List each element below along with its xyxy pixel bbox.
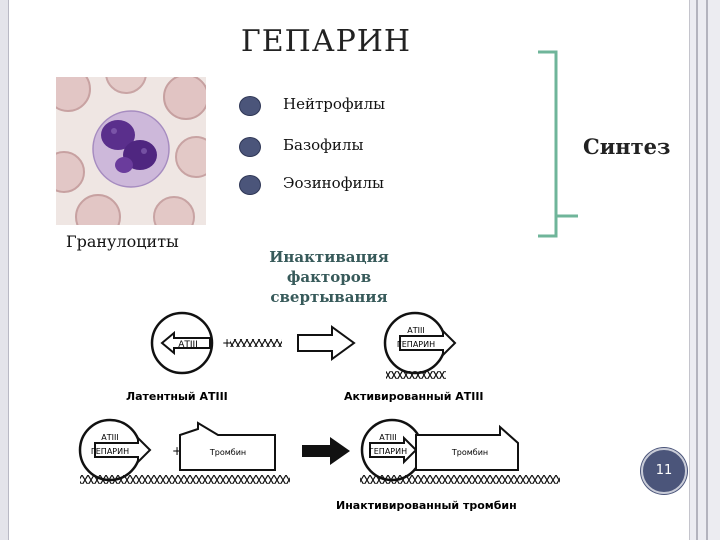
heparin-chain [386,371,446,379]
atiii-heparin-complex: АТIII ГЕПАРИН [78,418,152,482]
bullet-dot [239,137,261,157]
slide-title: ГЕПАРИН [240,24,412,59]
latent-caption: Латентный АТIII [126,390,228,403]
cell-label-basophils: Базофилы [283,136,364,154]
bullet-dot [239,96,261,116]
atiii-text: АТIII [178,340,198,350]
inactivation-label: Инактивация факторов свертывания [256,247,402,307]
grouping-bracket [538,50,578,238]
plus-sign: + [172,444,182,458]
heparin-text: ГЕПАРИН [369,447,407,456]
inactivation-line-3: свертывания [270,288,388,306]
atiii-text: АТIII [101,433,118,442]
inactivation-line-1: Инактивация [269,248,389,266]
latent-atiii-molecule: АТIII [150,311,214,375]
thrombin-molecule: Тромбин [179,421,276,471]
cell-label-neutrophils: Нейтрофилы [283,95,386,113]
synthesis-label: Синтез [583,134,671,159]
granulocyte-micrograph [56,77,206,225]
activated-caption: Активированный АТIII [344,390,484,403]
slide-frame-right [689,0,720,540]
bullet-dot [239,175,261,195]
atiii-text: АТIII [407,326,424,335]
cell-label-eosinophils: Эозинофилы [283,174,384,192]
heparin-chain [80,475,290,484]
thrombin-text: Тромбин [209,448,246,457]
heparin-text: ГЕПАРИН [91,447,129,456]
thrombin-text: Тромбин [451,448,488,457]
atiii-text: АТIII [379,433,396,442]
plus-sign: + [222,336,232,350]
slide-frame-left [0,0,9,540]
heparin-chain [360,475,560,484]
inactivation-arrow [302,437,350,465]
activated-atiii-molecule: АТIII ГЕПАРИН [383,311,457,379]
page-number-badge: 11 [641,448,687,494]
activation-arrow [297,325,356,361]
inactivation-line-2: факторов [286,268,372,286]
inactivated-caption: Инактивированный тромбин [336,499,517,512]
heparin-chain [230,339,282,347]
heparin-text: ГЕПАРИН [397,340,435,349]
photo-caption: Гранулоциты [66,232,179,251]
inactivated-thrombin-complex: АТIII ГЕПАРИН Тромбин [360,418,560,484]
heparin-mechanism-scheme: АТIII + АТIII ГЕПАРИН Латентный АТIII Ак… [78,311,560,512]
